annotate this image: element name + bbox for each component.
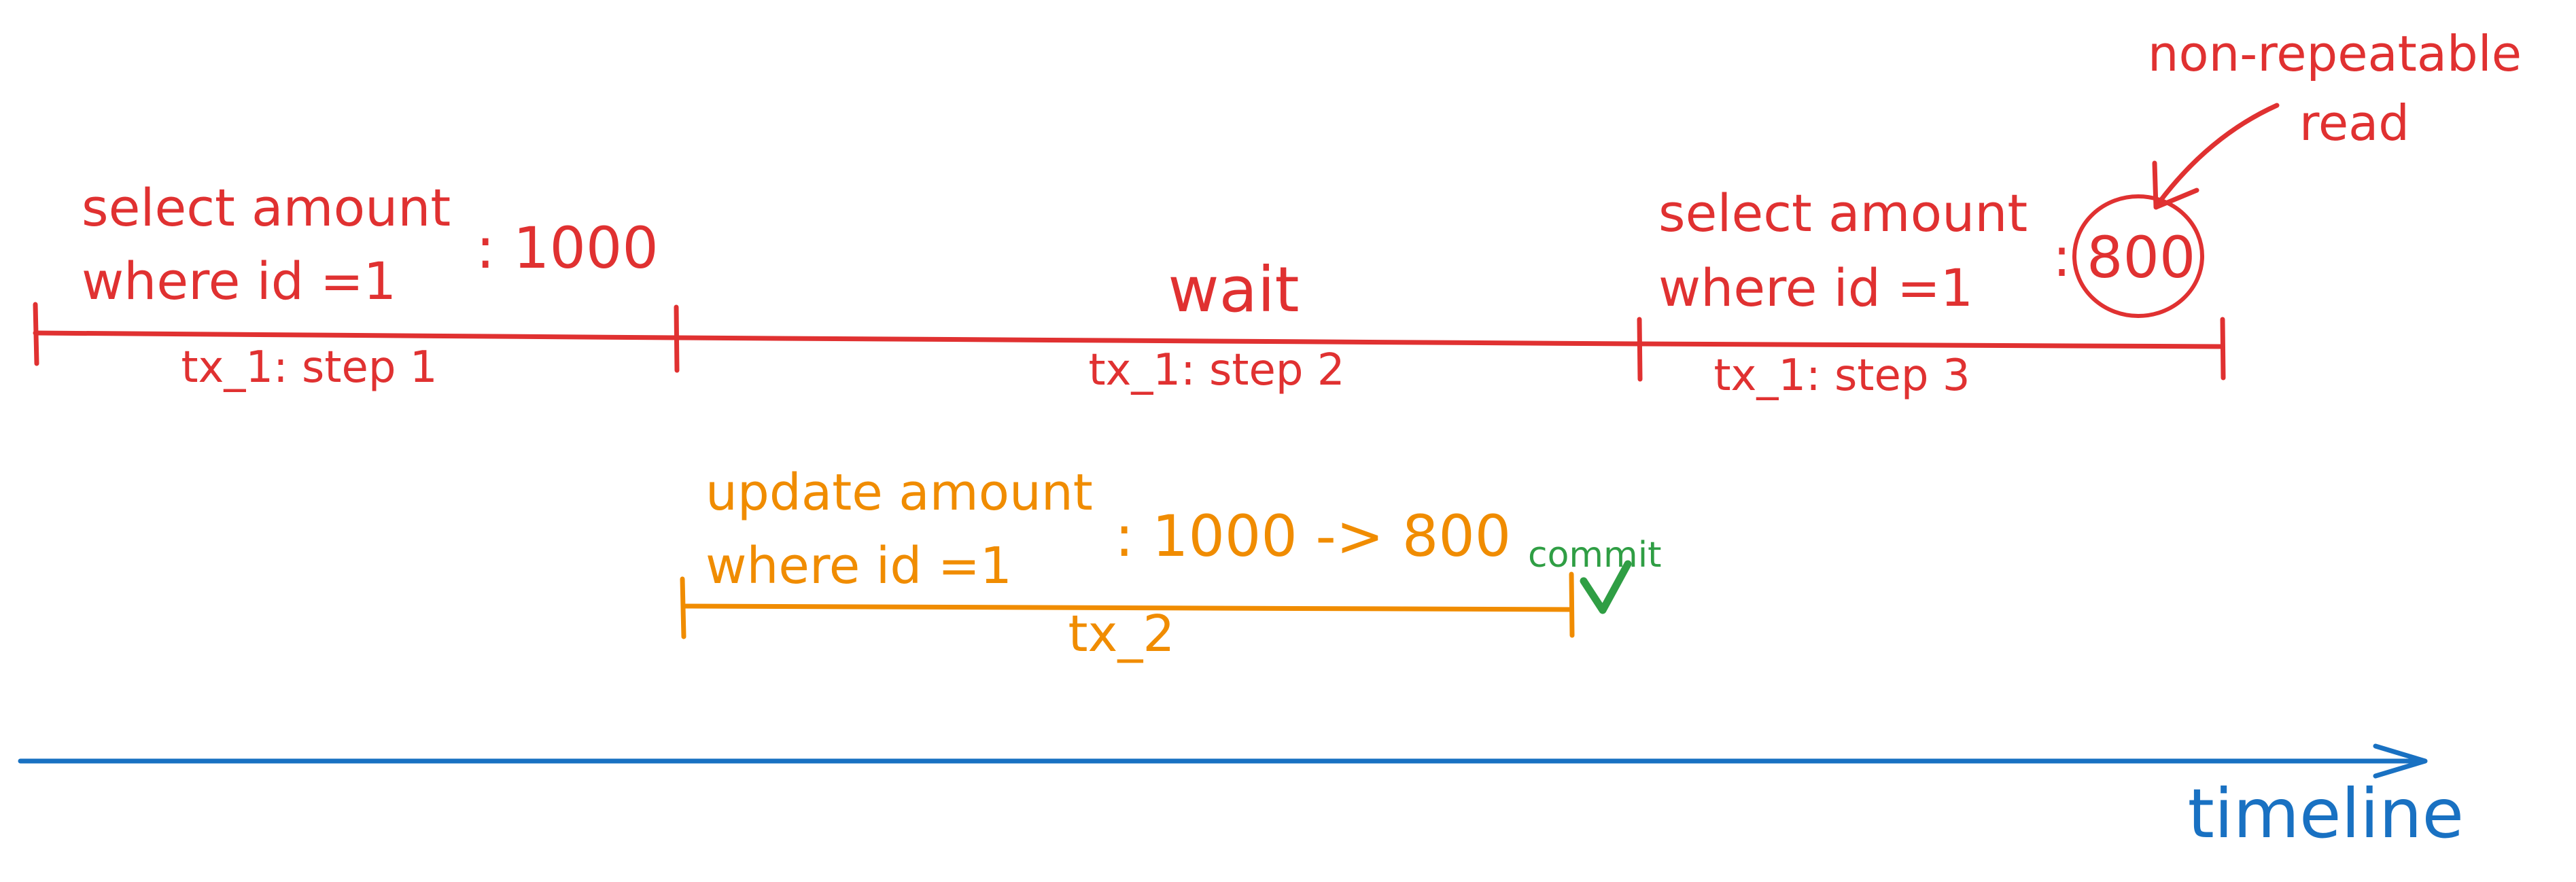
step2-label: tx_1: step 2	[1088, 345, 1344, 395]
step1-label: tx_1: step 1	[181, 342, 437, 393]
tx1-tick-1	[674, 304, 680, 373]
timeline-label: timeline	[2188, 774, 2464, 853]
tx1-line-step2	[674, 335, 1642, 347]
tx1-line-step1	[33, 330, 679, 340]
tx2-change: : 1000 -> 800	[1115, 503, 1511, 569]
tx2-timeline	[680, 571, 1575, 639]
annotation-line1: non-repeatable	[2148, 25, 2522, 82]
tx1-line-step3	[1637, 341, 2225, 349]
commit-label: commit	[1528, 535, 1662, 576]
step1-query-line1: select amount	[82, 177, 451, 238]
tx2-query-line1: update amount	[706, 463, 1093, 522]
step3-query-line2: where id =1	[1658, 258, 1973, 318]
step3-query-line1: select amount	[1658, 183, 2027, 243]
tx2-query-line2: where id =1	[706, 537, 1012, 595]
step3-result-circle	[2072, 194, 2204, 318]
tx2-tick-start	[680, 576, 686, 639]
tx1-tick-2	[1637, 317, 1643, 382]
step1-result: : 1000	[476, 215, 659, 281]
tx2-label: tx_2	[1068, 605, 1175, 663]
step2-action: wait	[1168, 253, 1299, 326]
annotation-line2: read	[2299, 94, 2409, 152]
step3-label: tx_1: step 3	[1713, 351, 1970, 401]
step1-query-line2: where id =1	[82, 251, 396, 311]
step3-result-colon: :	[2053, 226, 2071, 289]
tx1-tick-start	[33, 302, 39, 366]
checkmark-icon	[1580, 560, 1632, 614]
step3-result: 800	[2087, 224, 2195, 291]
tx2-line	[682, 603, 1574, 612]
tx2-tick-end	[1569, 571, 1575, 638]
tx1-timeline	[33, 302, 2226, 382]
timeline-arrow	[18, 743, 2428, 779]
annotation-arrow	[2152, 103, 2280, 210]
